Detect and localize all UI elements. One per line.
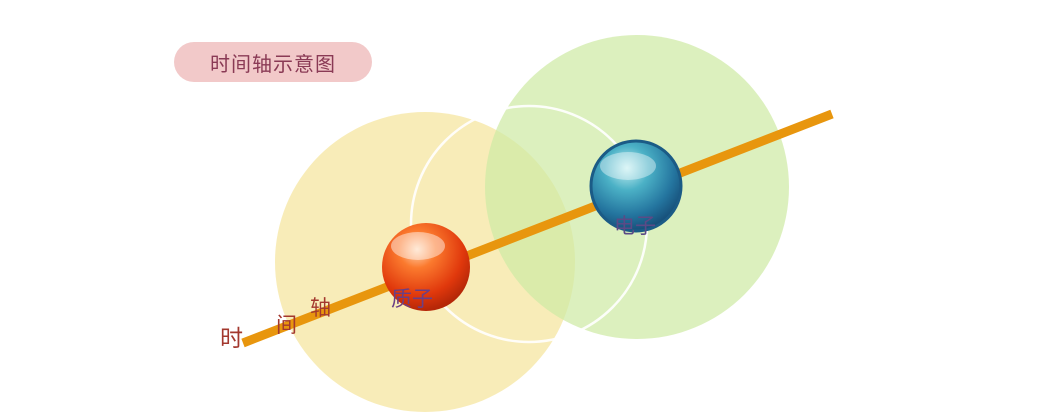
electron-sphere [589,139,683,233]
title-pill: 时间轴示意图 [174,42,372,82]
axis-label-char: 时 [220,326,243,352]
axis-label-char: 轴 [310,296,331,320]
proton-sphere [382,223,470,311]
axis-label-char: 间 [276,313,297,337]
proton-label: 质子 [391,287,433,311]
diagram-title: 时间轴示意图 [210,51,336,76]
electron-label: 电子 [614,214,656,238]
time-axis-line [241,109,834,348]
